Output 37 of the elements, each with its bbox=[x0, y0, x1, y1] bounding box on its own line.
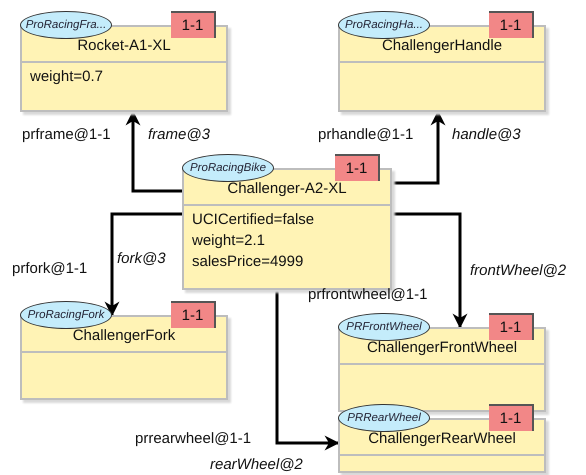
edge-label: handle@3 bbox=[452, 126, 521, 143]
link-label: prfrontwheel@1-1 bbox=[308, 286, 428, 303]
type-ellipse: ProRacingHa... bbox=[338, 11, 430, 39]
arrow bbox=[392, 212, 468, 328]
arrow bbox=[392, 110, 446, 184]
edge-label: fork@3 bbox=[117, 250, 166, 267]
attribute-text: UCICertified=false bbox=[192, 210, 316, 230]
object-name: ChallengerFork bbox=[72, 327, 176, 344]
object-name: ChallengerHandle bbox=[380, 37, 504, 54]
edge-label: frame@3 bbox=[148, 126, 210, 143]
arrow bbox=[104, 212, 182, 316]
multiplicity-tag: 1-1 bbox=[489, 11, 534, 38]
edge-label: frontWheel@2 bbox=[470, 262, 566, 279]
arrow bbox=[126, 110, 182, 192]
attribute-text: weight=2.1 bbox=[192, 231, 266, 251]
type-ellipse: ProRacingFork bbox=[20, 301, 112, 329]
object-name: ChallengerRearWheel bbox=[367, 430, 517, 447]
object-name: Challenger-A2-XL bbox=[226, 180, 348, 197]
link-label: prrearwheel@1-1 bbox=[135, 430, 252, 447]
link-label: prframe@1-1 bbox=[22, 126, 111, 143]
multiplicity-tag: 1-1 bbox=[489, 404, 534, 431]
arrow bbox=[276, 290, 340, 450]
object-name: Rocket-A1-XL bbox=[76, 37, 172, 54]
multiplicity-tag: 1-1 bbox=[335, 154, 380, 181]
type-ellipse: PRFrontWheel bbox=[338, 313, 430, 341]
attribute-text: weight=0.7 bbox=[30, 67, 104, 87]
multiplicity-tag: 1-1 bbox=[489, 313, 534, 340]
edge-label: rearWheel@2 bbox=[210, 456, 303, 473]
multiplicity-tag: 1-1 bbox=[171, 11, 216, 38]
link-label: prfork@1-1 bbox=[12, 260, 88, 277]
object-name: ChallengerFrontWheel bbox=[366, 339, 518, 356]
type-ellipse: PRRearWheel bbox=[338, 404, 430, 432]
multiplicity-tag: 1-1 bbox=[171, 301, 216, 328]
link-label: prhandle@1-1 bbox=[318, 126, 414, 143]
attribute-text: salesPrice=4999 bbox=[192, 252, 304, 272]
type-ellipse: ProRacingFra... bbox=[20, 11, 112, 39]
type-ellipse: ProRacingBike bbox=[182, 154, 274, 182]
